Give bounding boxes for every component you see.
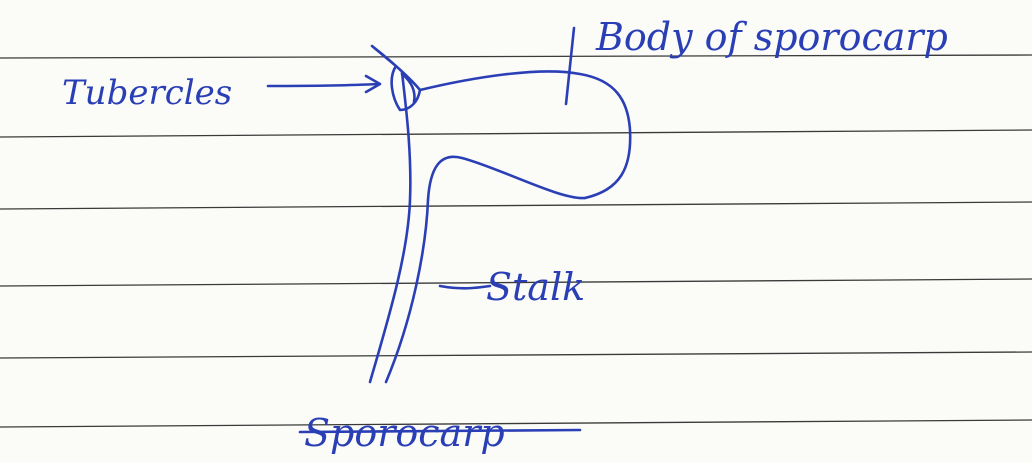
stalk-pointer (440, 286, 490, 288)
ruled-line (0, 130, 1032, 137)
sporocarp-drawing (370, 46, 630, 382)
body-pointer (566, 28, 574, 104)
tubercles-label: Tubercles (62, 73, 232, 113)
sporocarp-caption: Sporocarp (304, 411, 505, 455)
body-lower-edge (428, 157, 585, 200)
tubercles-arrow (268, 84, 378, 86)
ruled-line (0, 352, 1032, 358)
tubercle-outline (372, 46, 420, 110)
body-of-sporocarp-label: Body of sporocarp (595, 15, 948, 59)
ruled-line (0, 420, 1032, 427)
ruled-line (0, 202, 1032, 209)
stalk-label: Stalk (486, 265, 585, 309)
body-upper-edge (420, 71, 630, 198)
